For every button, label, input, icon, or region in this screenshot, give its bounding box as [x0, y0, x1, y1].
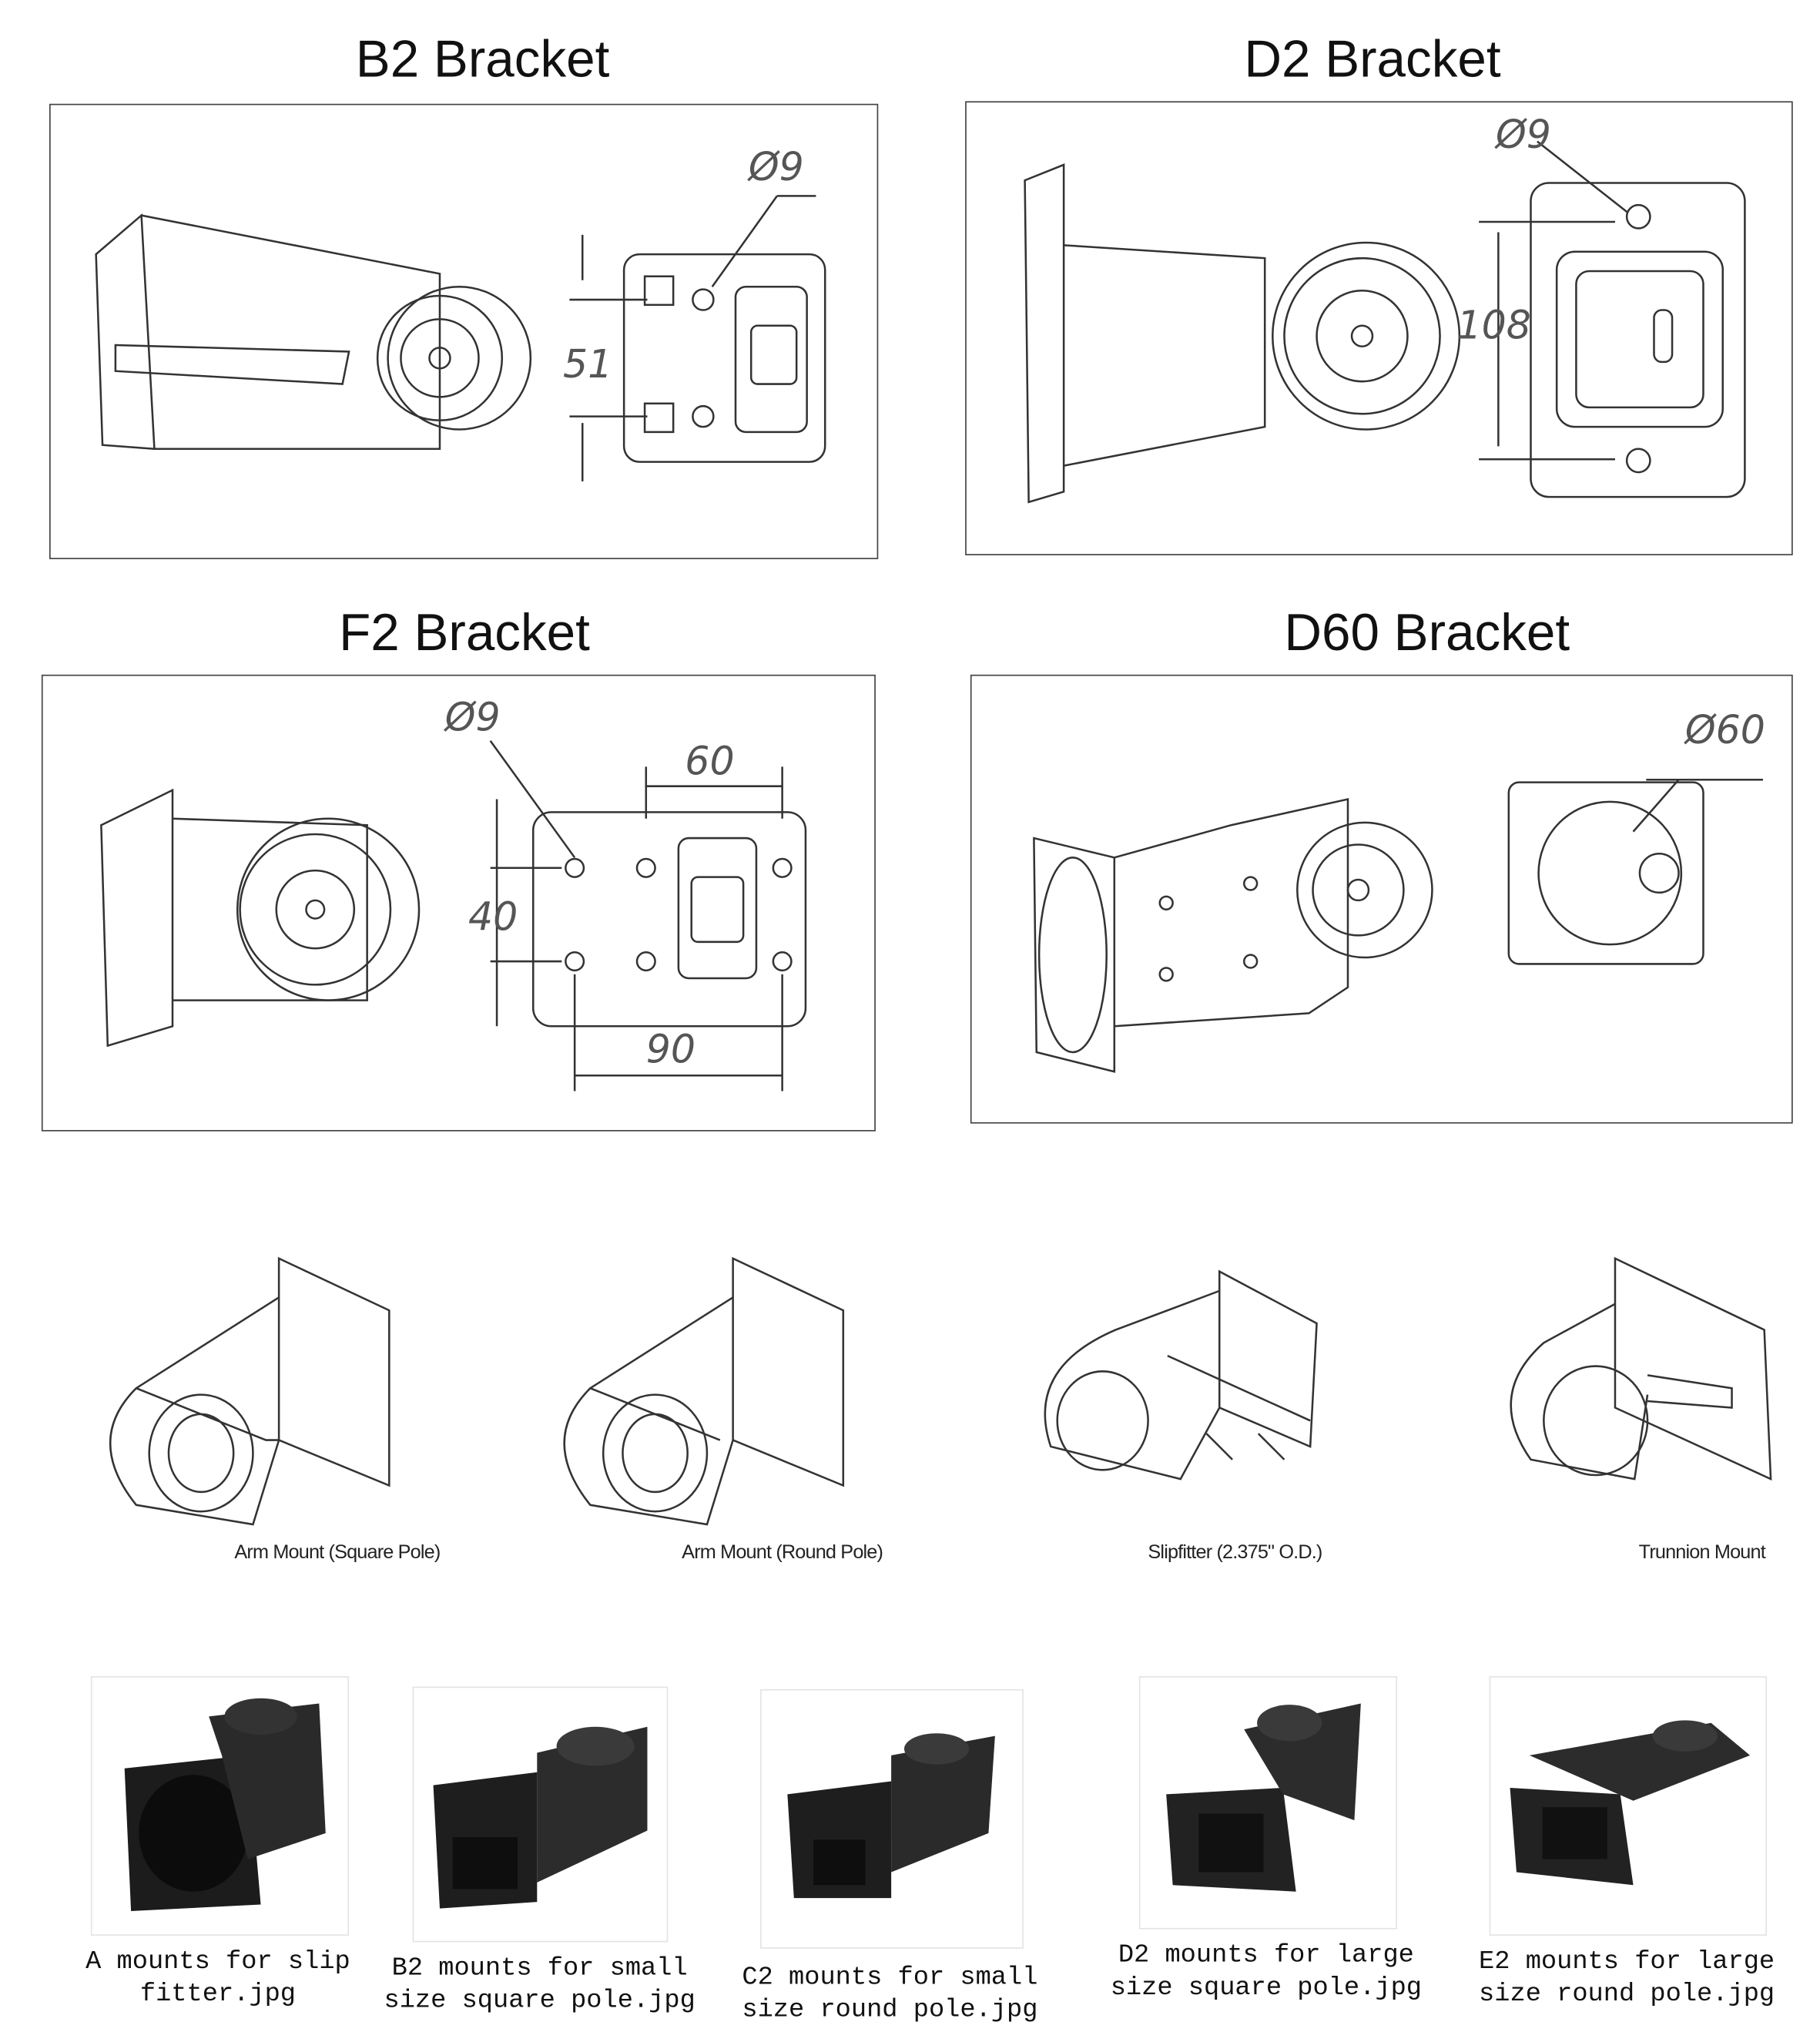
arm-mount-round-drawing	[538, 1252, 856, 1531]
d2-drawing: Ø9 108	[965, 101, 1793, 555]
photo-caption-line: fitter.jpg	[139, 1980, 297, 2010]
mount-caption: Slipfitter (2.375" O.D.)	[1148, 1541, 1322, 1564]
product-photo-d2	[1138, 1676, 1397, 1930]
b2-spacing-dim: 51	[563, 341, 612, 387]
f2-height-dim: 40	[468, 894, 518, 940]
trunnion-mount-drawing	[1492, 1252, 1784, 1524]
product-photo-a	[90, 1676, 350, 1936]
photo-caption-line: C2 mounts for small	[742, 1963, 1038, 1993]
photo-caption-line: size round pole.jpg	[742, 1995, 1038, 2026]
d2-spacing-dim: 108	[1456, 303, 1530, 348]
f2-hole-dim: Ø9	[444, 694, 501, 739]
f2-title: F2 Bracket	[339, 604, 590, 662]
f2-drawing: Ø9 60 40 90	[41, 674, 876, 1132]
f2-length-dim: 90	[646, 1026, 695, 1071]
product-photo-e2	[1489, 1676, 1768, 1936]
photo-caption-line: A mounts for slip	[85, 1947, 350, 1977]
arm-mount-square-drawing	[84, 1246, 402, 1531]
b2-hole-dim: Ø9	[747, 144, 804, 189]
photo-caption-line: B2 mounts for small	[391, 1953, 688, 1984]
product-photo-b2	[412, 1686, 669, 1943]
mount-caption: Arm Mount (Square Pole)	[234, 1541, 441, 1564]
mount-caption: Trunnion Mount	[1638, 1541, 1766, 1564]
f2-width-dim: 60	[685, 739, 734, 784]
photo-caption-line: size round pole.jpg	[1479, 1980, 1775, 2010]
d2-title: D2 Bracket	[1244, 31, 1501, 89]
d60-dia-dim: Ø60	[1684, 707, 1765, 753]
d60-title: D60 Bracket	[1284, 604, 1570, 662]
d2-hole-dim: Ø9	[1494, 112, 1551, 157]
photo-caption-line: E2 mounts for large	[1479, 1947, 1775, 1977]
b2-title: B2 Bracket	[355, 31, 610, 89]
d60-drawing: Ø60	[970, 674, 1793, 1124]
photo-caption-line: size square pole.jpg	[1110, 1973, 1423, 2003]
photo-caption-line: D2 mounts for large	[1118, 1940, 1414, 1971]
mount-caption: Arm Mount (Round Pole)	[682, 1541, 883, 1564]
product-photo-c2	[759, 1688, 1024, 1949]
slipfitter-drawing	[1025, 1265, 1330, 1524]
b2-drawing: Ø9 51	[49, 103, 879, 559]
photo-caption-line: size square pole.jpg	[384, 1986, 695, 2017]
